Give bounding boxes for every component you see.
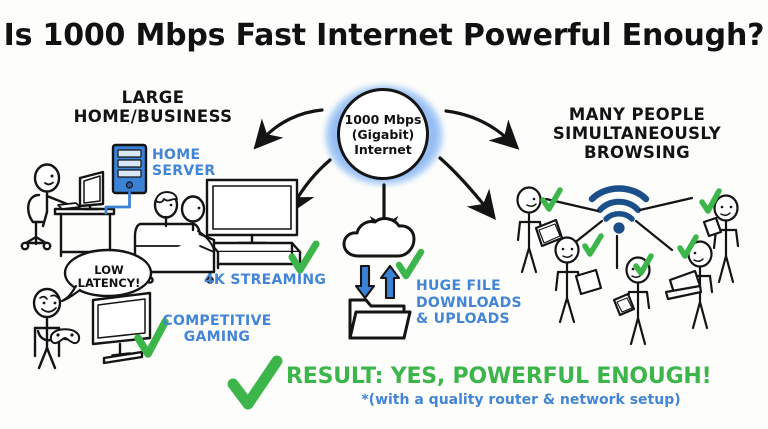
check-4k-streaming [288, 240, 320, 274]
heading-many-people-browsing: MANY PEOPLE SIMULTANEOUSLY BROWSING [552, 105, 722, 162]
scene-person-at-desk [20, 163, 116, 258]
heading-large-home-business: LARGE HOME/BUSINESS [73, 88, 233, 126]
check-result [227, 355, 283, 410]
cloud-folder-icons [342, 217, 416, 340]
check-person-e [699, 188, 722, 214]
label-competitive-gaming: COMPETITIVE GAMING [162, 313, 272, 345]
wifi-icon [588, 185, 650, 234]
person-phone-center [612, 256, 651, 346]
result-text: RESULT: YES, POWERFUL ENOUGH! [286, 364, 712, 389]
scene-couch-tv [133, 178, 302, 284]
label-4k-streaming: 4K STREAMING [204, 272, 327, 288]
home-server-icon [104, 143, 148, 215]
speech-bubble-text: LOW LATENCY! [77, 263, 141, 290]
check-person-c [633, 253, 654, 276]
person-phone-right [702, 194, 740, 284]
scene-gamer [32, 287, 152, 370]
label-huge-file-transfers: HUGE FILE DOWNLOADS & UPLOADS [416, 278, 522, 327]
check-huge-file [395, 248, 425, 280]
check-person-b [582, 233, 604, 257]
person-tablet-lower-left [554, 236, 603, 324]
gigabit-hub: 1000 Mbps (Gigabit) Internet [325, 85, 443, 185]
person-tablet-left [516, 186, 564, 274]
check-person-a [540, 187, 563, 212]
result-subtext: *(with a quality router & network setup) [361, 392, 681, 408]
hub-label: 1000 Mbps (Gigabit) Internet [344, 111, 422, 157]
person-laptop [664, 240, 714, 330]
page-title: Is 1000 Mbps Fast Internet Powerful Enou… [3, 18, 765, 53]
label-home-server: HOME SERVER [152, 147, 216, 179]
check-person-d [677, 234, 699, 259]
hub-circle: 1000 Mbps (Gigabit) Internet [337, 88, 429, 180]
wifi-rays [544, 196, 694, 270]
